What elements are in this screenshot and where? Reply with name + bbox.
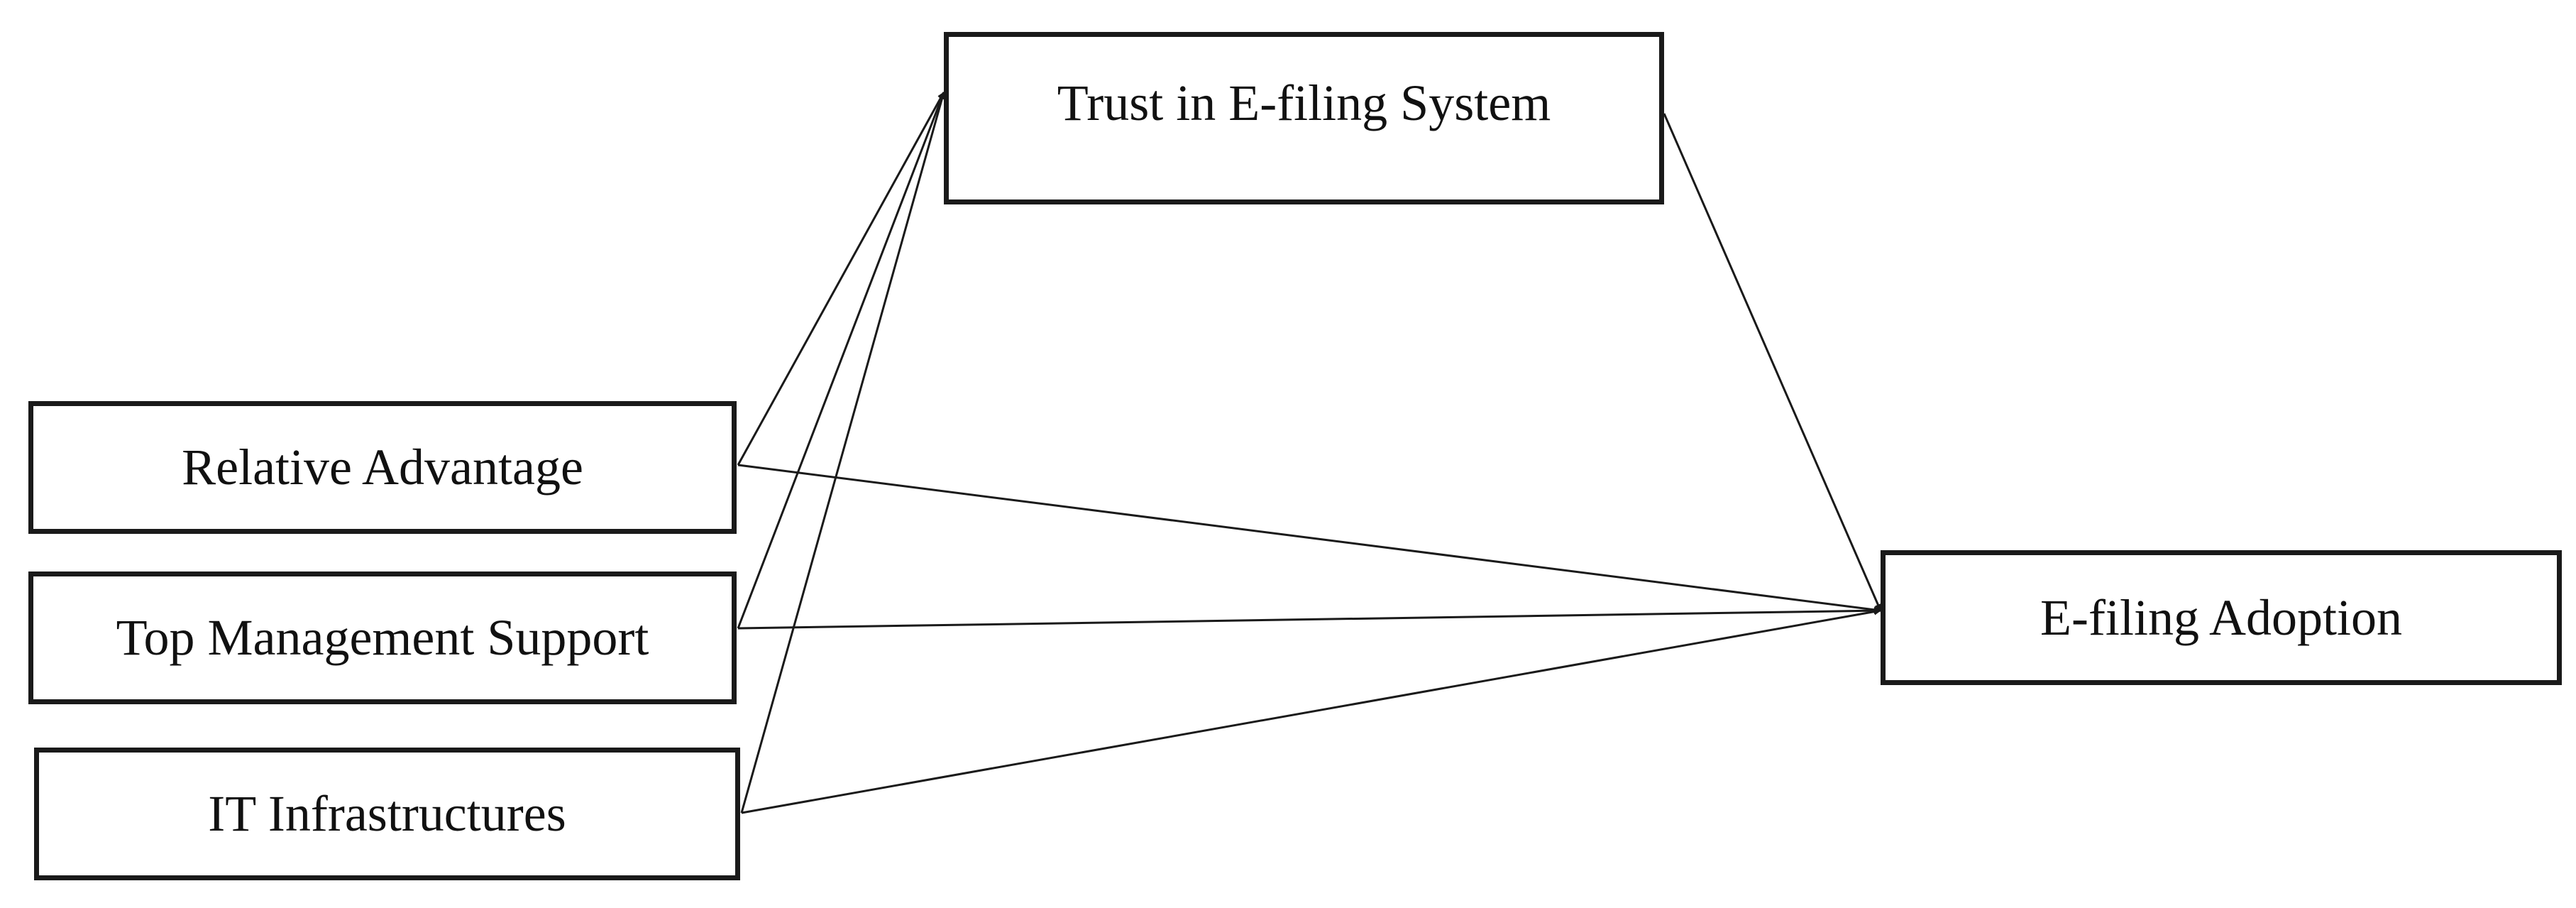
top-management-support-box: Top Management Support bbox=[28, 571, 737, 704]
relative-advantage-box: Relative Advantage bbox=[28, 401, 737, 534]
arrow-it-infrastructures-to-trust bbox=[740, 92, 946, 814]
trust-in-efiling-system-box: Trust in E-filing System bbox=[944, 32, 1664, 204]
top-management-support-label: Top Management Support bbox=[116, 609, 649, 666]
arrow-relative-advantage-to-adoption bbox=[737, 464, 1881, 613]
it-infrastructures-box: IT Infrastructures bbox=[34, 748, 740, 880]
efiling-adoption-label: E-filing Adoption bbox=[2040, 589, 2402, 646]
efiling-adoption-box: E-filing Adoption bbox=[1881, 550, 2562, 685]
arrow-it-infrastructures-to-adoption bbox=[741, 608, 1881, 814]
relative-advantage-label: Relative Advantage bbox=[182, 439, 583, 496]
it-infrastructures-label: IT Infrastructures bbox=[208, 785, 566, 842]
arrow-relative-advantage-to-trust bbox=[737, 92, 945, 466]
arrow-top-management-support-to-trust bbox=[737, 92, 945, 629]
trust-in-efiling-system-label: Trust in E-filing System bbox=[1057, 75, 1551, 131]
arrow-top-management-support-to-adoption bbox=[737, 607, 1881, 630]
edge-layer bbox=[737, 92, 1882, 814]
arrow-trust-to-adoption bbox=[1663, 113, 1882, 611]
